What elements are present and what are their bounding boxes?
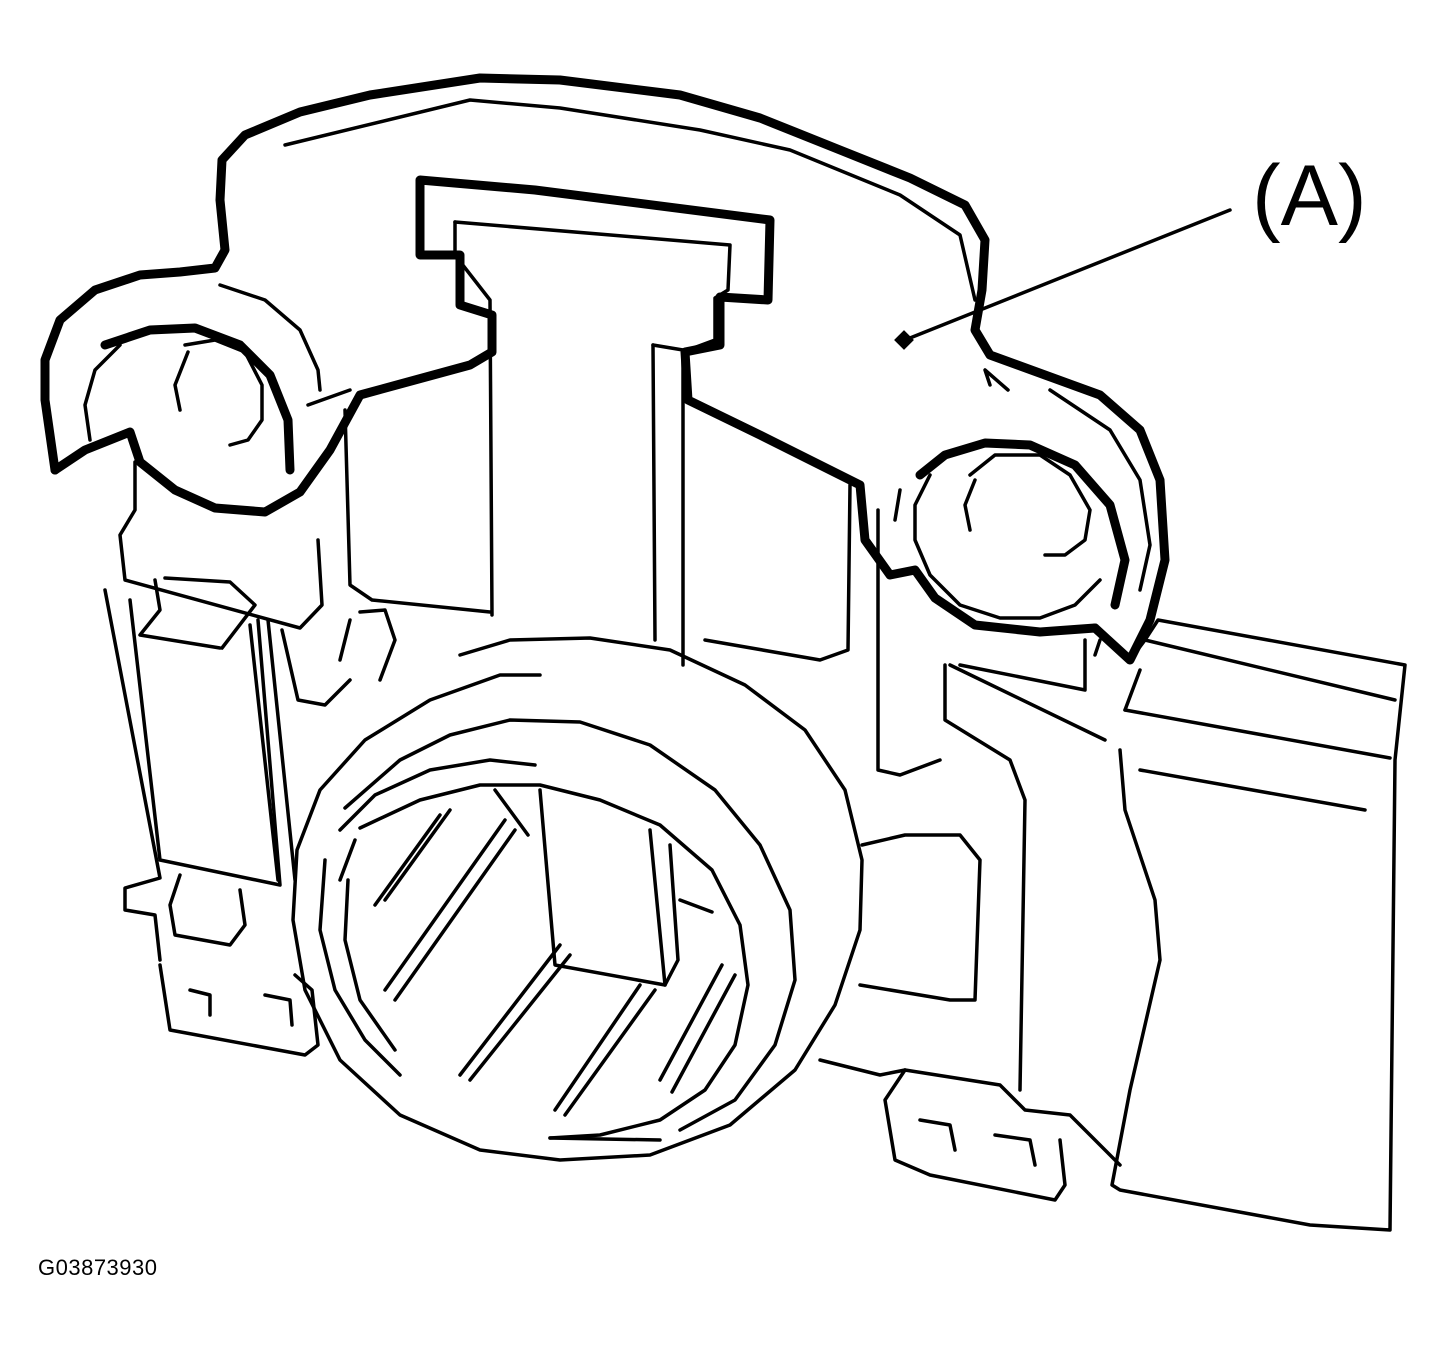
left-ear-loop bbox=[50, 175, 1100, 637]
housing-details bbox=[83, 98, 1407, 1232]
figure-id: G03873930 bbox=[38, 1255, 158, 1280]
left-bolt-hole bbox=[100, 323, 295, 475]
housing-outline bbox=[40, 73, 1170, 665]
callout-leader-line bbox=[908, 208, 1232, 340]
callout-label: (A) bbox=[1252, 148, 1367, 244]
callout-leader-dot bbox=[894, 330, 914, 350]
right-bolt-boss bbox=[915, 438, 1130, 610]
